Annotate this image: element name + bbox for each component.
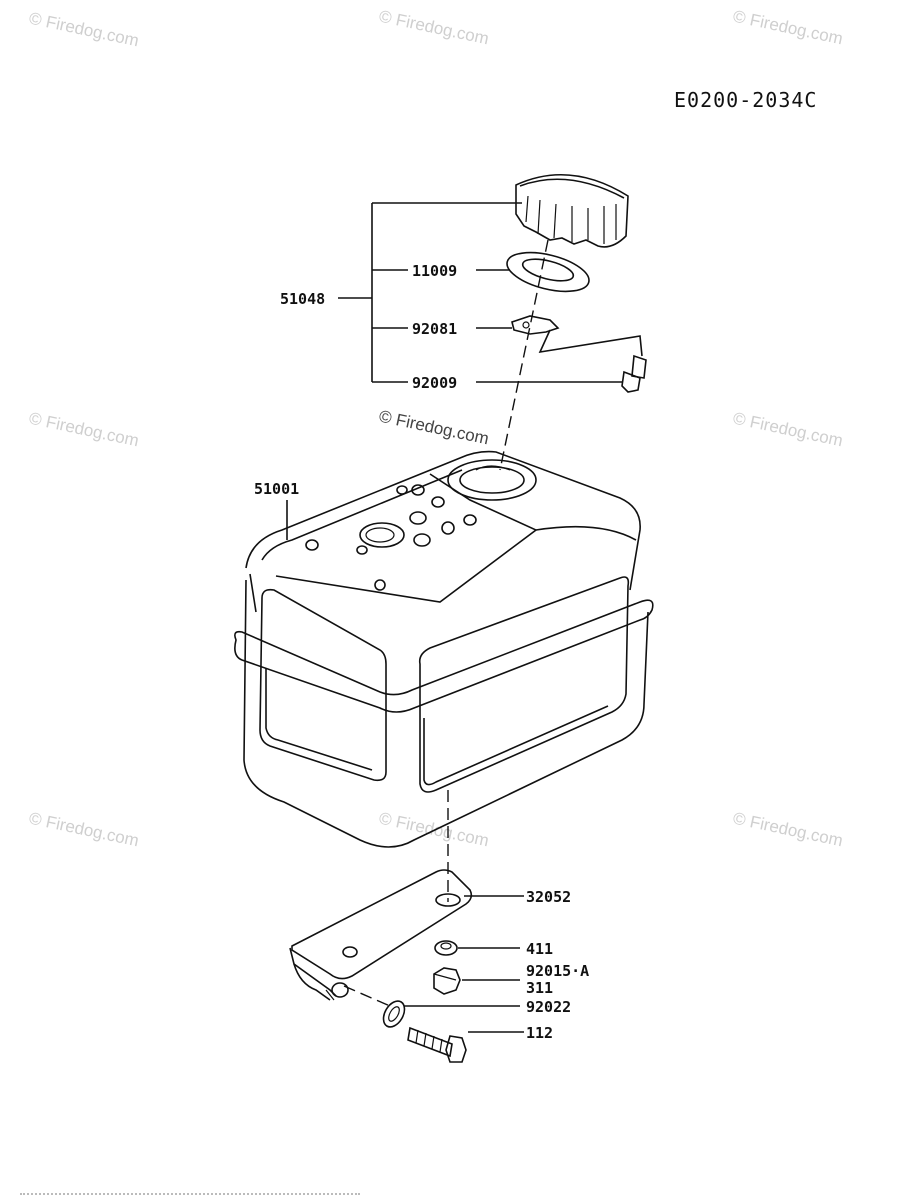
part-label-92009: 92009 <box>412 374 458 392</box>
part-label-92022: 92022 <box>526 998 572 1016</box>
part-label-51048: 51048 <box>280 290 326 308</box>
part-label-411: 411 <box>526 940 554 958</box>
fuel-cap <box>515 173 629 248</box>
tank-mounting-plate <box>289 869 473 1001</box>
cap-strap <box>511 315 643 357</box>
cap-assembly-bracket <box>338 202 622 383</box>
part-label-92081: 92081 <box>412 320 458 338</box>
strap-screw <box>621 354 647 393</box>
o-ring <box>382 1000 406 1028</box>
part-label-32052: 32052 <box>526 888 572 906</box>
diagram-code: E0200-2034C <box>674 88 818 112</box>
mounting-bolt <box>407 1026 467 1063</box>
washer <box>434 940 458 956</box>
part-label-11009: 11009 <box>412 262 458 280</box>
part-label-112: 112 <box>526 1024 554 1042</box>
page-edge-dots <box>20 1193 360 1195</box>
fuel-tank <box>234 450 654 848</box>
cap-gasket <box>506 251 590 293</box>
drain-nut <box>433 967 461 995</box>
part-label-92015A: 92015·A <box>526 962 590 980</box>
assembly-axis-line <box>499 239 549 471</box>
part-label-311: 311 <box>526 979 554 997</box>
part-label-51001: 51001 <box>254 480 300 498</box>
bolt-axis-line <box>343 985 391 1007</box>
